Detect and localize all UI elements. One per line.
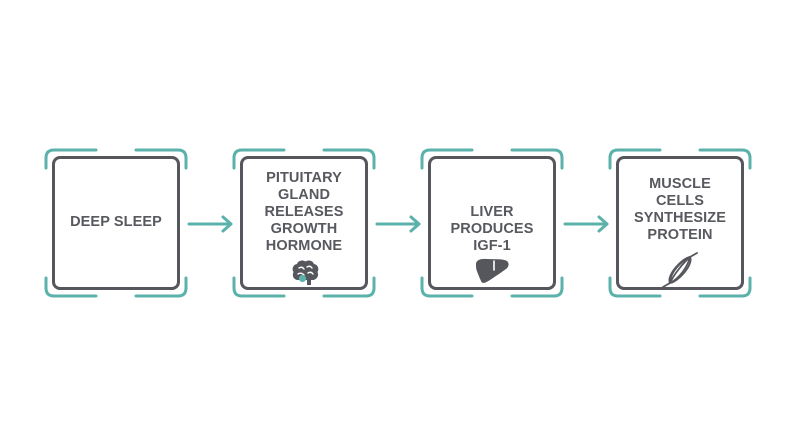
step-deep-sleep: DEEP SLEEP	[44, 148, 188, 298]
step-label: MUSCLE CELLS SYNTHESIZE PROTEIN	[633, 176, 727, 243]
step-label: DEEP SLEEP	[70, 214, 162, 230]
liver-icon	[476, 258, 509, 283]
step-card	[428, 156, 556, 290]
step-label: PITUITARY GLAND RELEASES GROWTH HORMONE	[264, 170, 344, 254]
step-muscle: MUSCLE CELLS SYNTHESIZE PROTEIN	[608, 148, 752, 298]
step-pituitary: PITUITARY GLAND RELEASES GROWTH HORMONE	[232, 148, 376, 298]
brain-icon	[292, 260, 319, 285]
arrow-right-icon	[563, 215, 609, 233]
step-liver: LIVER PRODUCES IGF-1	[420, 148, 564, 298]
arrow-right-icon	[375, 215, 421, 233]
step-card	[52, 156, 180, 290]
step-label: LIVER PRODUCES IGF-1	[450, 204, 534, 254]
muscle-fiber-icon	[662, 252, 698, 288]
arrow-right-icon	[187, 215, 233, 233]
